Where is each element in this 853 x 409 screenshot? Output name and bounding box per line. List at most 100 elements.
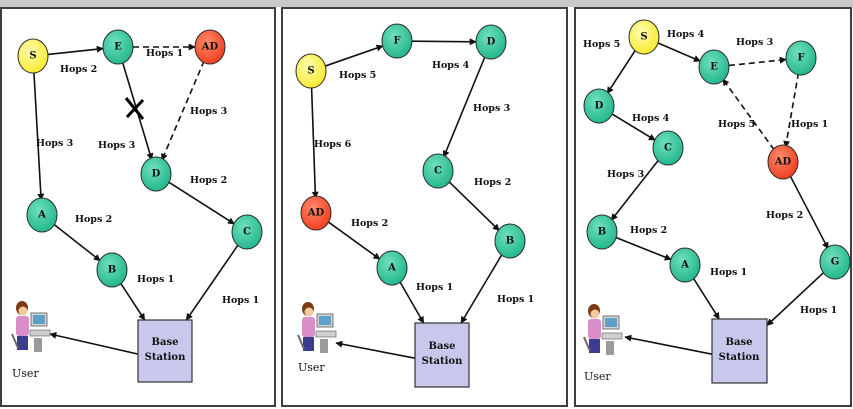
edge-arrow <box>783 72 800 148</box>
edge-arrow <box>53 223 101 262</box>
hop-label: Hops 1 <box>137 274 174 285</box>
hop-label: Hops 1 <box>710 267 747 278</box>
edge-arrow <box>161 60 205 161</box>
hop-label: Hops 1 <box>497 294 534 305</box>
node-label: A <box>387 263 396 274</box>
edge-arrow <box>722 78 775 151</box>
node-label: S <box>29 51 36 62</box>
node-label: F <box>797 53 804 64</box>
edges-layer <box>33 38 829 359</box>
node-normal: A <box>376 250 408 286</box>
base-station-panel-2: Base Station <box>414 322 470 388</box>
node-normal: A <box>669 247 701 283</box>
node-attacker: AD <box>767 144 799 180</box>
panel-frame-3 <box>574 7 852 407</box>
edge-arrow <box>47 45 104 56</box>
panel-frame-1 <box>0 7 276 407</box>
node-label: AD <box>774 157 792 168</box>
node-label: A <box>37 210 46 221</box>
hop-label: Hops 5 <box>339 70 376 81</box>
node-source: S <box>628 19 660 55</box>
hop-label: Hops 5 <box>718 119 755 130</box>
hop-label: Hops 4 <box>432 60 470 71</box>
edge-arrow <box>310 85 319 199</box>
node-normal: F <box>381 23 413 59</box>
user-label: User <box>298 361 325 374</box>
edge-arrow <box>119 282 146 321</box>
node-label: E <box>710 62 718 73</box>
base-station-line1: Base <box>726 337 753 348</box>
base-station-panel-1: Base Station <box>137 319 193 383</box>
base-station-line1: Base <box>152 337 179 348</box>
edge-arrow <box>168 181 235 225</box>
node-normal: E <box>102 29 134 65</box>
node-label: C <box>243 227 251 238</box>
hop-label: Hops 1 <box>800 305 837 316</box>
hop-label: Hops 2 <box>75 214 112 225</box>
user-label: User <box>12 367 39 380</box>
user-computer-icon <box>297 302 337 353</box>
edge-arrow <box>398 280 425 324</box>
node-attacker: AD <box>194 29 226 65</box>
hop-label: Hops 3 <box>190 106 227 117</box>
node-label: S <box>307 66 314 77</box>
edge-arrow <box>324 44 384 67</box>
edge-arrow <box>692 277 720 320</box>
hop-label: Hops 6 <box>314 139 352 150</box>
hop-label: Hops 1 <box>791 119 828 130</box>
node-normal: C <box>231 214 263 250</box>
hop-label: Hops 2 <box>474 177 511 188</box>
node-label: AD <box>201 42 219 53</box>
user-computer-icon <box>11 301 51 352</box>
node-label: C <box>434 166 442 177</box>
hop-label: Hops 3 <box>607 169 644 180</box>
base-station-line2: Station <box>422 356 463 367</box>
node-normal: B <box>494 223 526 259</box>
hop-label: Hops 3 <box>98 140 135 151</box>
cross-mark-icon <box>124 97 145 120</box>
node-normal: A <box>26 197 58 233</box>
hop-label: Hops 1 <box>146 48 183 59</box>
node-source: S <box>295 53 327 89</box>
user-computer-icon <box>583 304 623 355</box>
node-label: B <box>598 227 606 238</box>
panel-frame-2 <box>281 7 568 407</box>
node-label: D <box>595 101 604 112</box>
node-label: C <box>664 143 672 154</box>
hop-label: Hops 2 <box>190 175 227 186</box>
node-normal: C <box>652 130 684 166</box>
node-label: E <box>114 42 122 53</box>
edge-arrow <box>33 70 45 201</box>
node-label: A <box>680 260 689 271</box>
node-normal: E <box>698 49 730 85</box>
node-label: B <box>108 265 116 276</box>
node-label: B <box>506 236 514 247</box>
edge-arrow <box>615 236 672 261</box>
user-label: User <box>584 370 611 383</box>
labels-layer: Hops 2 Hops 1 Hops 3 Hops 3 Hops 3 Hops 2 Hops… <box>36 29 837 316</box>
edge-arrow <box>789 174 829 250</box>
hop-label: Hops 2 <box>60 64 97 75</box>
node-normal: C <box>422 153 454 189</box>
node-normal: D <box>475 24 507 60</box>
hop-label: Hops 1 <box>416 282 453 293</box>
node-normal: D <box>583 88 615 124</box>
edge-arrow <box>611 113 656 141</box>
edge-arrow <box>442 55 487 158</box>
station-to-user-arrow <box>335 340 416 359</box>
hop-label: Hops 1 <box>222 295 259 306</box>
node-label: F <box>393 36 400 47</box>
edge-arrow <box>185 243 240 321</box>
station-to-user-arrow <box>624 334 713 355</box>
node-label: AD <box>307 208 325 219</box>
station-to-user-arrow <box>49 331 139 355</box>
hop-label: Hops 3 <box>473 103 510 114</box>
hop-label: Hops 4 <box>667 29 705 40</box>
node-label: S <box>640 32 647 43</box>
edge-arrow <box>448 180 500 232</box>
hop-label: Hops 2 <box>351 218 388 229</box>
base-station-line2: Station <box>145 352 186 363</box>
edge-arrow <box>327 221 381 260</box>
edge-arrow <box>728 56 787 67</box>
